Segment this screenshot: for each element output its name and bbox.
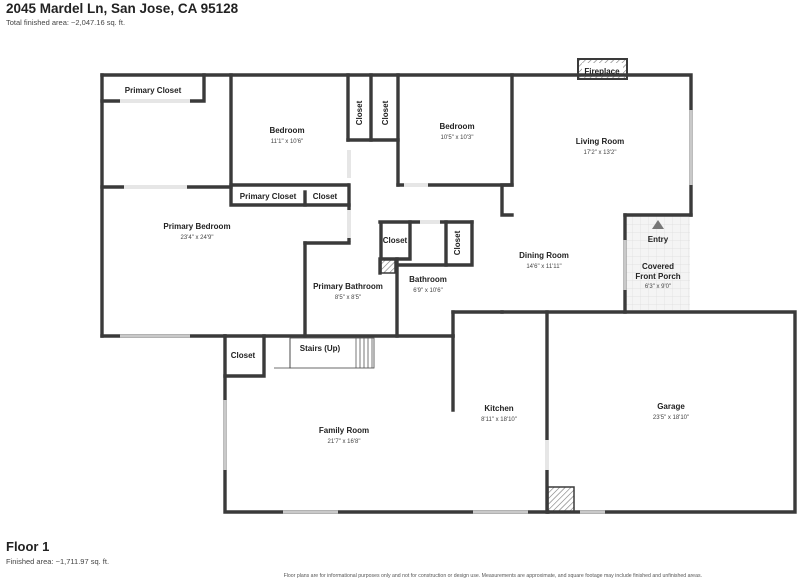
room-label-closet: Closet [313,192,338,201]
room-label-closet: Closet [355,100,364,125]
room-label-entry: Entry [648,235,669,244]
room-label-primary-bedroom: Primary Bedroom [163,222,230,231]
room-label-front-porch: Front Porch [635,272,680,281]
address-title: 2045 Mardel Ln, San Jose, CA 95128 [6,1,239,16]
room-dims-kitchen: 8'11" x 18'10" [481,417,517,423]
porch-floor [625,215,690,310]
total-area-text: Total finished area: ~2,047.16 sq. ft. [6,18,126,27]
room-dims-primary-bathroom: 8'5" x 8'5" [335,295,361,301]
room-dims-bedroom: 10'5" x 10'3" [441,135,474,141]
floor-area-text: Finished area: ~1,711.97 sq. ft. [6,557,110,566]
room-label-closet: Closet [381,100,390,125]
room-label-primary-closet: Primary Closet [240,192,297,201]
room-label-stairs: Stairs (Up) [300,344,341,353]
room-dims-living-room: 17'2" x 13'2" [584,150,617,156]
room-label-living-room: Living Room [576,137,624,146]
room-label-garage: Garage [657,402,685,411]
room-dims-primary-bedroom: 23'4" x 24'9" [181,235,214,241]
room-label-covered: Covered [642,262,674,271]
room-label-bedroom: Bedroom [269,126,304,135]
exterior-walls [100,73,797,514]
disclaimer-text: Floor plans are for informational purpos… [283,573,702,579]
room-dims-bathroom: 6'9" x 10'6" [413,288,443,294]
room-label-kitchen: Kitchen [484,404,513,413]
room-dims-garage: 23'5" x 18'10" [653,415,689,421]
room-label-fireplace: Fireplace [584,67,620,76]
room-label-bathroom: Bathroom [409,275,447,284]
room-dims-family-room: 21'7" x 16'8" [328,439,361,445]
room-label-primary-closet: Primary Closet [125,86,182,95]
interior-walls [100,73,549,514]
hatched-fixture [380,258,396,274]
entry-arrow-icon [652,220,664,229]
fireplace-inner [582,63,623,75]
hatched-fixture [547,486,575,513]
room-dims-front-porch: 6'3" x 9'0" [645,284,671,290]
room-label-primary-bathroom: Primary Bathroom [313,282,383,291]
room-label-closet: Closet [231,351,256,360]
room-dims-bedroom: 11'1" x 10'6" [271,139,303,145]
room-label-dining-room: Dining Room [519,251,569,260]
room-label-closet: Closet [383,236,408,245]
floor-title: Floor 1 [6,539,50,554]
stairs-drawing [274,337,375,369]
room-dims-dining-room: 14'6" x 11'11" [526,264,561,270]
room-label-bedroom: Bedroom [439,122,474,131]
room-label-closet: Closet [453,230,462,255]
room-label-family-room: Family Room [319,426,369,435]
